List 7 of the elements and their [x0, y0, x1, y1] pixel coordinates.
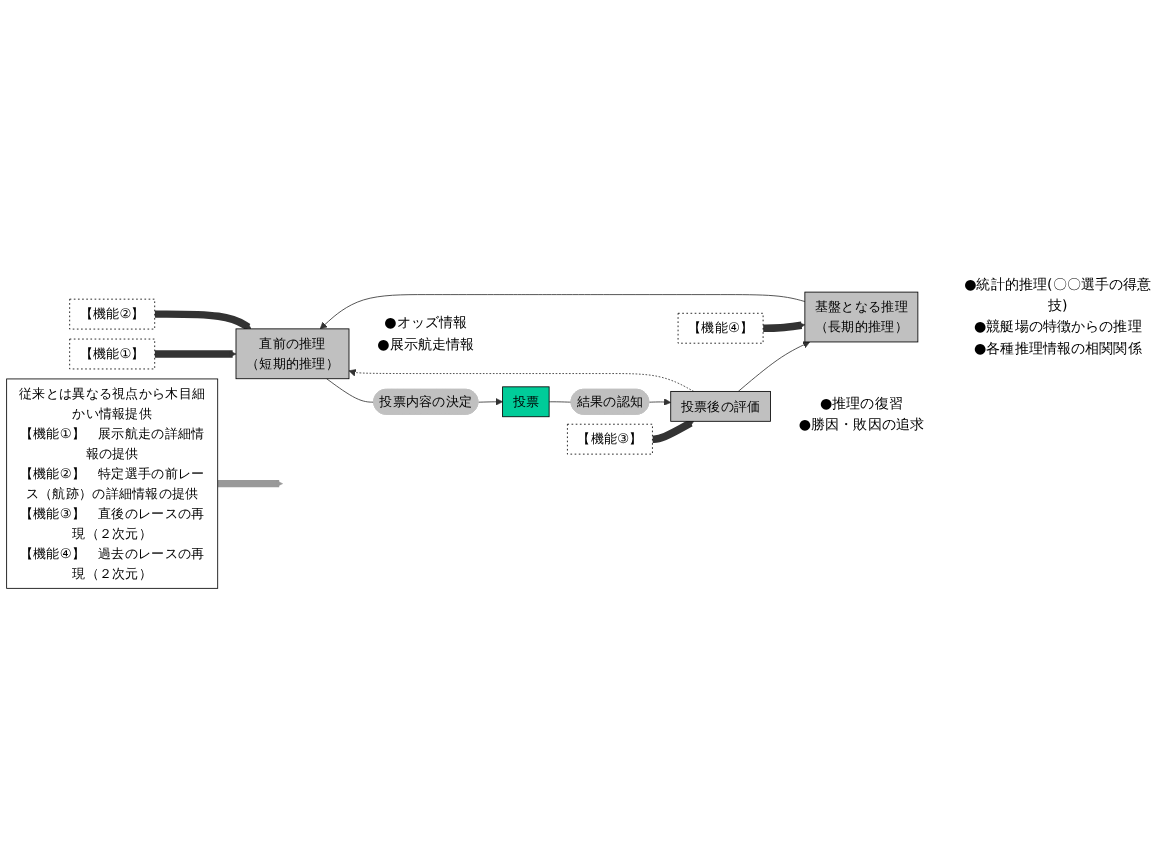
arrow: [762, 321, 806, 332]
arrow: [154, 310, 252, 331]
arrow: [154, 350, 237, 358]
arrow: [650, 419, 695, 443]
connector: [326, 378, 375, 403]
connector: [548, 401, 572, 403]
arrow: [215, 479, 283, 488]
